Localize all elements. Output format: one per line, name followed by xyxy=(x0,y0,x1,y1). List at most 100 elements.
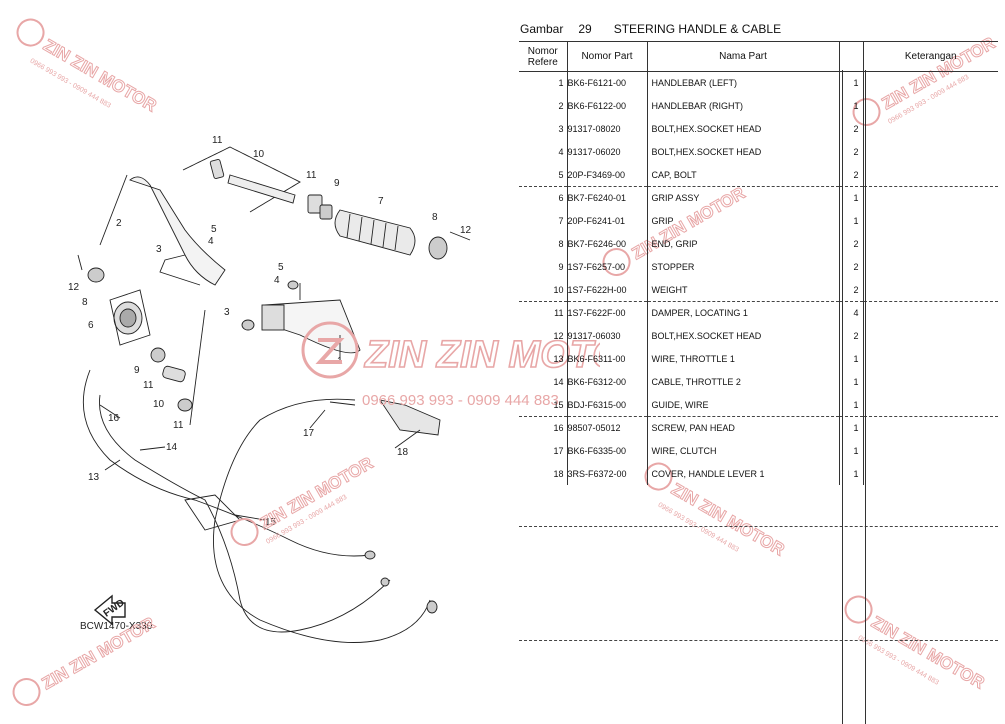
ref-cell: 18 xyxy=(553,468,564,479)
part-number-cell: BK7-F6240-01 xyxy=(566,186,647,210)
callout-4: 4 xyxy=(274,275,280,286)
callout-10: 10 xyxy=(253,149,265,160)
remark-cell xyxy=(862,324,998,348)
callout-8: 8 xyxy=(432,212,438,223)
part-name-cell: WEIGHT xyxy=(646,278,839,302)
callout-17: 17 xyxy=(303,428,315,439)
quantity-cell: 1 xyxy=(838,347,863,371)
part-name-cell: GRIP xyxy=(646,209,839,233)
part-name-cell: GRIP ASSY xyxy=(646,186,839,210)
parts-table: Nomor Refere Nomor Part Nama Part Ketera… xyxy=(519,41,998,486)
svg-text:0966 993 993 - 0909 444 883: 0966 993 993 - 0909 444 883 xyxy=(657,502,740,554)
quantity-cell: 1 xyxy=(838,393,863,417)
remark-cell xyxy=(862,301,998,325)
svg-text:ZIN ZIN MOTOR: ZIN ZIN MOTOR xyxy=(868,612,988,692)
part-number-cell: 20P-F3469-00 xyxy=(566,163,647,187)
callout-9: 9 xyxy=(134,365,140,376)
ref-cell: 15 xyxy=(519,393,567,417)
callout-2: 2 xyxy=(116,218,122,229)
callout-11: 11 xyxy=(143,380,154,391)
remark-cell xyxy=(862,255,998,279)
remark-cell xyxy=(862,347,998,371)
quantity-cell: 2 xyxy=(838,232,863,256)
watermark-logo-icon xyxy=(844,595,873,624)
ref-cell: 10 xyxy=(519,278,567,302)
remark-column-rule xyxy=(865,70,866,724)
quantity-cell: 1 xyxy=(838,416,863,440)
svg-text:ZIN ZIN MOTOR: ZIN ZIN MOTOR xyxy=(668,479,788,559)
remark-cell xyxy=(862,186,998,210)
part-number-cell: BDJ-F6315-00 xyxy=(566,393,647,417)
callout-12: 12 xyxy=(68,282,80,293)
ref-cell: 11 xyxy=(554,308,564,319)
part-number-cell: 1S7-F622H-00 xyxy=(566,278,647,302)
diagram-code: BCW1470-X330 xyxy=(80,621,153,632)
part-number-cell: 98507-05012 xyxy=(566,416,647,440)
callout-11: 11 xyxy=(173,420,184,431)
remark-cell xyxy=(862,140,998,164)
part-name-cell: DAMPER, LOCATING 1 xyxy=(646,301,839,325)
quantity-cell: 1 xyxy=(838,186,863,210)
svg-text:0966 993 993 - 0909 444 883: 0966 993 993 - 0909 444 883 xyxy=(857,635,940,687)
callout-16: 16 xyxy=(108,413,120,424)
watermark-bottom-right: ZIN ZIN MOTOR 0966 993 993 - 0909 444 88… xyxy=(844,595,988,693)
ref-cell: 14 xyxy=(553,376,564,387)
part-name-cell: STOPPER xyxy=(646,255,839,279)
part-number-cell: BK6-F6122-00 xyxy=(566,94,647,118)
part-name-cell: CAP, BOLT xyxy=(646,163,839,187)
remark-cell xyxy=(862,209,998,233)
col-part-header: Nomor Part xyxy=(566,41,648,72)
part-name-cell: END, GRIP xyxy=(646,232,839,256)
callout-8: 8 xyxy=(82,297,88,308)
quantity-cell: 1 xyxy=(838,462,863,486)
quantity-cell: 1 xyxy=(838,370,863,394)
ref-cell: 9 xyxy=(558,261,564,272)
ref-cell: 13 xyxy=(553,353,564,364)
part-name-cell: GUIDE, WIRE xyxy=(646,393,839,417)
quantity-cell: 2 xyxy=(838,278,863,302)
part-number-cell: 91317-06020 xyxy=(566,140,647,164)
remark-cell xyxy=(862,117,998,141)
ref-cell: 17 xyxy=(553,446,564,457)
handlebar-right-drawing xyxy=(129,176,226,286)
callout-3: 3 xyxy=(156,244,162,255)
part-number-cell: BK7-F6246-00 xyxy=(566,232,647,256)
part-name-cell: HANDLEBAR (RIGHT) xyxy=(646,94,839,118)
group-divider xyxy=(519,640,998,641)
table-header-row: Nomor Refere Nomor Part Nama Part Ketera… xyxy=(519,41,998,72)
quantity-cell: 2 xyxy=(838,163,863,187)
part-name-cell: HANDLEBAR (LEFT) xyxy=(646,71,839,95)
qty-column-rule xyxy=(842,70,843,724)
quantity-cell: 2 xyxy=(838,324,863,348)
weight-bar-drawing xyxy=(227,174,296,204)
ref-cell: 2 xyxy=(558,101,564,112)
quantity-cell: 1 xyxy=(838,209,863,233)
ref-cell: 3 xyxy=(558,123,564,134)
ref-cell: 5 xyxy=(519,163,567,187)
callout-5: 5 xyxy=(211,224,217,235)
ref-cell: 12 xyxy=(553,331,564,342)
part-number-cell: 1S7-F622F-00 xyxy=(566,301,647,325)
callout-1: 1 xyxy=(337,356,343,367)
remark-cell xyxy=(862,439,998,463)
group-divider xyxy=(519,526,998,527)
exploded-parts-diagram: FWD 11 10 11 9 7 8 12 2 5 4 3 5 4 3 1 12… xyxy=(68,135,472,643)
quantity-cell: 1 xyxy=(838,71,863,95)
part-name-cell: BOLT,HEX.SOCKET HEAD xyxy=(646,117,839,141)
quantity-cell: 1 xyxy=(838,94,863,118)
remark-cell xyxy=(862,232,998,256)
